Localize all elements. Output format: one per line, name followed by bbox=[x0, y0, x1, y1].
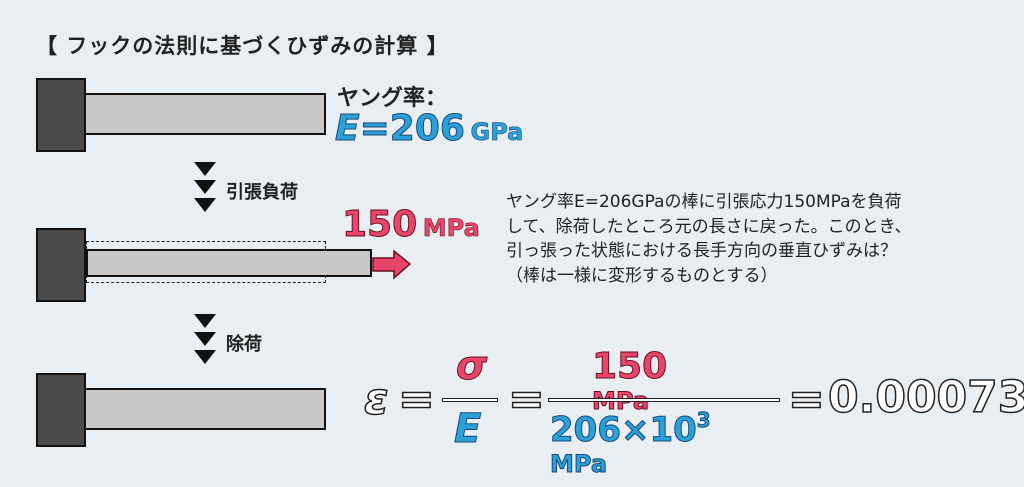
young-symbol: E bbox=[335, 108, 361, 150]
stress-unit: MPa bbox=[422, 214, 480, 243]
fixed-wall-3 bbox=[36, 373, 86, 447]
young-unit: GPa bbox=[470, 118, 524, 147]
numerator-value: 150 bbox=[591, 346, 668, 388]
problem-line: （棒は一様に変形するものとする） bbox=[506, 265, 778, 286]
fixed-wall-1 bbox=[36, 78, 86, 152]
young-number: 206 bbox=[389, 108, 465, 150]
down-arrow-icon bbox=[194, 314, 216, 328]
step-label-tensile-load: 引張負荷 bbox=[226, 182, 298, 203]
equals-sign: = bbox=[397, 373, 435, 426]
denominator-value: 206×10 bbox=[550, 410, 698, 451]
problem-line: して、除荷したところ元の長さに戻った。このとき、 bbox=[506, 216, 912, 237]
young-modulus-label: ヤング率： bbox=[337, 86, 448, 111]
sigma-symbol: σ bbox=[455, 343, 488, 390]
fraction-line bbox=[548, 398, 780, 402]
down-arrow-icon bbox=[194, 180, 216, 194]
denominator-modulus: 206×103 MPa bbox=[549, 408, 711, 479]
numerator-stress: 150 MPa bbox=[591, 346, 668, 416]
down-arrow-icon bbox=[194, 198, 216, 212]
tension-arrow-icon bbox=[372, 250, 412, 280]
young-equals: = bbox=[359, 108, 390, 150]
applied-stress: 150 MPa bbox=[341, 204, 480, 246]
diagram-title: 【 フックの法則に基づくひずみの計算 】 bbox=[36, 34, 449, 58]
rod-initial bbox=[84, 93, 326, 135]
fixed-wall-2 bbox=[36, 228, 86, 302]
young-modulus-value: E=206 GPa bbox=[335, 108, 524, 150]
fraction-line bbox=[442, 398, 498, 402]
epsilon-symbol: ε bbox=[363, 373, 389, 426]
problem-line: 引っ張った状態における長手方向の垂直ひずみは？ bbox=[506, 241, 897, 261]
problem-line: ヤング率E=206GPaの棒に引張応力150MPaを負荷 bbox=[506, 192, 902, 212]
step-label-unload: 除荷 bbox=[226, 334, 262, 355]
stress-number: 150 bbox=[341, 204, 418, 246]
down-arrow-icon bbox=[194, 350, 216, 364]
rod-unloaded bbox=[84, 388, 326, 430]
strain-result: 0.00073 bbox=[827, 371, 1024, 424]
denominator-unit: MPa bbox=[549, 450, 608, 479]
denominator-exponent: 3 bbox=[696, 408, 711, 433]
equals-sign: = bbox=[787, 373, 825, 426]
E-symbol: E bbox=[453, 406, 482, 453]
rod-stretched bbox=[86, 249, 372, 277]
down-arrow-icon bbox=[194, 332, 216, 346]
down-arrow-icon bbox=[194, 162, 216, 176]
problem-statement: ヤング率E=206GPaの棒に引張応力150MPaを負荷 して、除荷したところ元… bbox=[506, 190, 1006, 288]
equals-sign: = bbox=[507, 373, 545, 426]
